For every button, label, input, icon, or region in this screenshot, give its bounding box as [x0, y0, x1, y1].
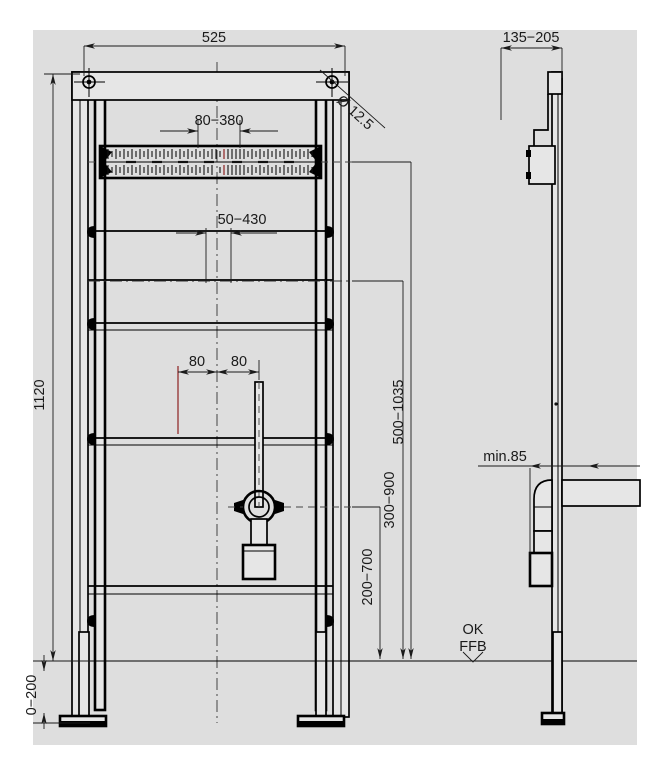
side-upper-flange — [533, 94, 549, 146]
dimension-offsets: 80 80 — [177, 354, 260, 434]
side-elevation-view — [526, 71, 641, 726]
side-outlet-assembly — [528, 479, 641, 588]
mounting-hole-right — [316, 68, 348, 97]
dimension-label-offset-right: 80 — [231, 354, 247, 370]
floor-level-label-ffb: FFB — [459, 639, 486, 655]
dimension-label-height-lower: 200−700 — [360, 549, 376, 606]
dimension-foot-adjustment: 0−200 — [24, 655, 90, 729]
floor-level-label-ok: OK — [463, 622, 484, 638]
dimension-label-depth-range: 135−205 — [503, 30, 560, 46]
rail-clip-nubs — [87, 226, 334, 627]
dimension-label-offset-left: 80 — [189, 354, 205, 370]
cross-member-bottom — [88, 585, 333, 595]
floor-level-symbol: OK FFB — [459, 622, 487, 663]
floor-level-arrow — [462, 651, 484, 663]
dimension-water-inlet-range: 80−380 — [160, 113, 278, 148]
top-cross-member — [71, 71, 350, 101]
dimension-height-lower: 200−700 — [352, 506, 383, 659]
adjustable-foot-left — [58, 631, 108, 728]
outlet-body-upper — [533, 530, 553, 554]
pipe-connector-box — [241, 543, 277, 581]
dimension-label-fixing-bolt-range: 50−430 — [218, 212, 267, 228]
dimension-label-overall-width: 525 — [202, 30, 226, 46]
mounting-hole-left — [74, 68, 105, 97]
rail-left-end-cap — [100, 146, 112, 178]
perforated-adjustment-rail — [88, 144, 352, 180]
water-supply-pipe-assembly — [228, 381, 380, 581]
dimension-height-middle: 300−900 — [352, 280, 406, 659]
side-top-cap — [547, 71, 563, 95]
outlet-body-lower — [528, 551, 554, 588]
pipe-clamp-inner — [248, 496, 270, 518]
pipe-lower-stub — [250, 518, 268, 548]
side-upper-bracket — [526, 145, 556, 185]
side-adjustable-foot — [540, 631, 566, 726]
dimension-label-foot-adjustment: 0−200 — [24, 675, 40, 716]
outlet-horizontal-arm — [561, 479, 641, 507]
front-elevation-view — [33, 62, 637, 728]
dimension-overall-width: 525 — [83, 30, 346, 76]
cross-member-mid — [88, 322, 333, 331]
dimension-label-water-inlet-range: 80−380 — [195, 113, 244, 129]
cross-member-lower — [88, 437, 333, 446]
dimension-min-clearance: min.85 — [478, 449, 640, 560]
clamp-lug-left — [234, 500, 243, 514]
dimension-label-height-middle: 300−900 — [382, 472, 398, 529]
outlet-elbow — [533, 479, 553, 532]
adjustable-foot-right — [296, 631, 346, 728]
dimension-label-overall-height: 1120 — [32, 379, 48, 410]
side-panel-mark — [554, 402, 558, 406]
dimension-label-min-clearance: min.85 — [483, 449, 527, 465]
dimension-depth-range: 135−205 — [500, 30, 563, 120]
dimension-label-height-upper: 500−1035 — [391, 380, 407, 445]
clamp-lug-right — [275, 500, 284, 514]
dimension-fixing-bolt-range: 50−430 — [176, 212, 277, 283]
